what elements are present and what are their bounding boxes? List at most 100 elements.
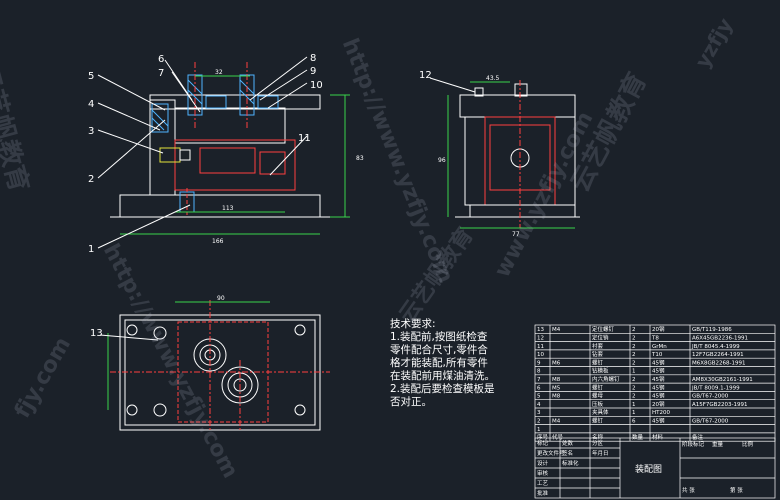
title-block-cell: 年月日 — [592, 449, 609, 457]
title-block-cell: 分区 — [592, 439, 604, 447]
bom-cell-mat: 45钢 — [652, 383, 665, 391]
bom-cell-code: 代号 — [552, 433, 564, 441]
bom-cell-no: 11 — [537, 344, 544, 350]
front-view-labels: 5 4 3 2 1 6 7 8 9 10 11 166 113 32 83 — [88, 53, 364, 255]
side-view — [429, 77, 580, 229]
bom-cell-name: 衬套 — [592, 342, 604, 350]
dim-side-top: 43.5 — [486, 75, 500, 82]
bom-cell-mat: 20钢 — [652, 325, 665, 333]
bom-cell-std: GB/T67-2000 — [692, 394, 729, 400]
bom-cell-std: A6X45GB2236-1991 — [692, 336, 748, 342]
bom-cell-name: 钻模板 — [592, 367, 609, 375]
title-block-cell: 标准化 — [562, 459, 579, 467]
bom-cell-qty: 2 — [632, 394, 636, 400]
balloon-8: 8 — [310, 53, 316, 64]
bom-cell-name: 定位销 — [592, 334, 609, 342]
bom-cell-qty: 2 — [632, 360, 636, 366]
bom-cell-mat: 45钢 — [652, 392, 665, 400]
dim-front-inner: 113 — [222, 205, 234, 212]
title-block-cell: 标记 — [537, 439, 549, 447]
bom-cell-no: 序号 — [537, 433, 549, 441]
bom-cell-no: 1 — [537, 427, 541, 433]
bom-cell-name: 内六角螺钉 — [592, 375, 620, 383]
bom-cell-qty: 1 — [632, 410, 636, 416]
title-block-text: 装配图 标记处数分区更改文件号签名年月日设计标准化阶段标记重量比例审核工艺批准共… — [537, 439, 754, 497]
dim-plan-width: 90 — [217, 295, 225, 302]
bom-cell-name: 名称 — [592, 433, 604, 441]
bom-cell-std: JB/T 8045.4-1999 — [691, 344, 740, 350]
balloon-2: 2 — [88, 174, 94, 185]
bom-cell-mat: HT200 — [652, 410, 670, 416]
bom-cell-std: JB/T 8009.1-1999 — [691, 385, 740, 391]
bom-cell-code: M5 — [552, 385, 561, 391]
dim-side-width: 77 — [512, 231, 520, 238]
bom-cell-code: M8 — [552, 377, 561, 383]
bom-cell-mat: 45钢 — [652, 375, 665, 383]
bom-cell-code: M4 — [552, 327, 561, 333]
bom-cell-qty: 2 — [632, 352, 636, 358]
plan-view — [99, 300, 330, 431]
bom-cell-no: 5 — [537, 394, 541, 400]
title-block-cell: 更改文件号 — [537, 449, 565, 457]
bom-cell-mat: T10 — [651, 352, 663, 358]
title-block-cell: 签名 — [562, 449, 573, 457]
bom-cell-qty: 2 — [632, 344, 636, 350]
dim-front-width: 166 — [212, 238, 224, 245]
balloon-9: 9 — [310, 66, 316, 77]
bom-cell-name: 夹具体 — [592, 408, 609, 416]
notes-title: 技术要求: — [390, 318, 436, 330]
plan-view-labels: 13 90 — [90, 295, 225, 339]
title-block-cell: 设计 — [537, 459, 549, 467]
bom-cell-code: M4 — [552, 419, 561, 425]
notes-line-5: 2.装配后要检查模板是 — [390, 383, 495, 395]
bom-cell-mat: 45钢 — [652, 417, 665, 425]
title-block-cell: 比例 — [742, 440, 754, 448]
bom-cell-no: 9 — [537, 360, 541, 366]
balloon-11: 11 — [298, 133, 311, 144]
title-block-cell: 共 张 — [682, 486, 695, 494]
balloon-10: 10 — [310, 80, 323, 91]
title-block-cell: 审核 — [537, 469, 549, 477]
notes-line-4: 在装配前用煤油清洗。 — [390, 370, 495, 382]
dim-front-top: 32 — [215, 69, 223, 76]
bom-cell-qty: 6 — [632, 419, 636, 425]
balloon-7: 7 — [158, 68, 164, 79]
bom-cell-name: 螺钉 — [592, 358, 604, 366]
bom-cell-mat: 20钢 — [652, 400, 665, 408]
bom-cell-std: 12F7GB2264-1991 — [692, 352, 744, 358]
notes-line-2: 零件配合尺寸,零件合 — [390, 344, 488, 356]
balloon-4: 4 — [88, 99, 94, 110]
bom-cell-code: M8 — [552, 394, 561, 400]
bom-cell-name: 定位螺钉 — [592, 325, 615, 333]
bom-cell-qty: 数量 — [632, 433, 644, 441]
bom-cell-no: 8 — [537, 369, 541, 375]
bom-cell-std: A15F7GB2203-1991 — [692, 402, 747, 408]
bom-cell-std: 备注 — [692, 433, 704, 441]
bom-cell-name: 螺钉 — [592, 383, 604, 391]
front-view — [97, 56, 350, 249]
technical-requirements: 技术要求: 1.装配前,按图纸检查 零件配合尺寸,零件合 格才能装配,所有零件 … — [390, 318, 540, 409]
bom-cell-name: 压板 — [592, 400, 604, 408]
bom-table — [534, 324, 776, 442]
title-block-cell: 批准 — [537, 489, 549, 497]
bom-cell-name: 螺母 — [592, 392, 604, 400]
bom-cell-std: AM8X30GB2161-1991 — [692, 377, 753, 383]
bom-cell-no: 3 — [537, 410, 541, 416]
bom-cell-mat: GrMn — [652, 344, 667, 350]
title-block-cell: 第 张 — [730, 486, 743, 494]
bom-cell-no: 7 — [537, 377, 541, 383]
dim-side-height: 96 — [438, 157, 446, 164]
side-view-labels: 12 43.5 96 77 — [419, 70, 520, 238]
bom-cell-std: GB/T67-2000 — [692, 419, 729, 425]
title-block-cell: 重量 — [712, 440, 724, 448]
title-block — [534, 437, 776, 499]
notes-line-1: 1.装配前,按图纸检查 — [390, 331, 488, 343]
balloon-13: 13 — [90, 328, 103, 339]
title-block-cell: 工艺 — [537, 480, 549, 487]
bom-cell-no: 10 — [537, 352, 544, 358]
bom-cell-qty: 2 — [632, 385, 636, 391]
notes-line-6: 否对正。 — [390, 396, 432, 408]
bom-cell-qty: 1 — [632, 369, 636, 375]
bom-cell-qty: 2 — [632, 377, 636, 383]
